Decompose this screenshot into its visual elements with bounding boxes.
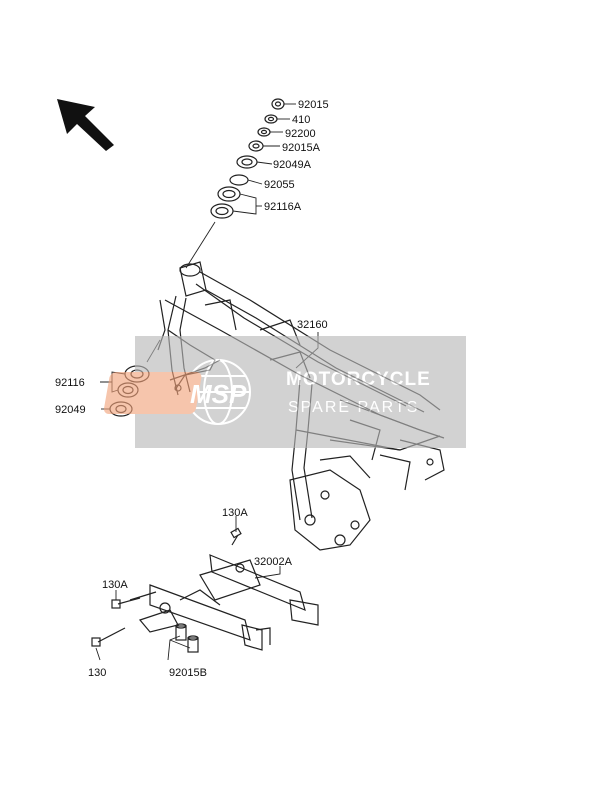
- washer-92200: [257, 127, 271, 137]
- bolt-130A-top: [230, 527, 242, 546]
- label-32160: 32160: [297, 319, 328, 331]
- label-92015A: 92015A: [282, 142, 321, 154]
- watermark: MSP MOTORCYCLE SPARE PARTS: [103, 336, 466, 448]
- part-labels: 92015 410 92200 92015A 92049A 92055 9211…: [55, 99, 329, 679]
- watermark-subtitle: SPARE PARTS: [288, 399, 419, 416]
- label-130A-left: 130A: [102, 579, 128, 591]
- label-92200: 92200: [285, 128, 316, 140]
- seal-92049A: [236, 155, 258, 169]
- nut-92015A: [248, 140, 264, 152]
- label-92049A: 92049A: [273, 159, 312, 171]
- bearing-92116A-1: [217, 186, 241, 202]
- label-92015: 92015: [298, 99, 329, 111]
- label-130: 130: [88, 667, 106, 679]
- nut-92015: [271, 98, 285, 110]
- bolt-130: [91, 627, 126, 647]
- watermark-title: MOTORCYCLE: [286, 369, 431, 390]
- label-410: 410: [292, 114, 310, 126]
- label-92015B: 92015B: [169, 667, 207, 679]
- watermark-logo-text: MSP: [190, 379, 247, 409]
- label-92055: 92055: [264, 179, 295, 191]
- collar-92015B: [175, 623, 199, 653]
- label-92116A: 92116A: [264, 201, 302, 213]
- steering-stem-parts: [210, 98, 285, 219]
- bolts: [91, 527, 242, 653]
- label-92049: 92049: [55, 404, 86, 416]
- label-92116: 92116: [55, 377, 85, 389]
- label-130A-top: 130A: [222, 507, 248, 519]
- label-32002A: 32002A: [254, 556, 293, 568]
- bearing-92116A-2: [210, 203, 234, 219]
- arrow-up-left-icon: [57, 99, 114, 151]
- watermark-logo-badge: [103, 372, 202, 414]
- sub-frame-32002A: [129, 554, 319, 651]
- washer-410: [264, 114, 278, 124]
- ring-92055: [229, 174, 249, 186]
